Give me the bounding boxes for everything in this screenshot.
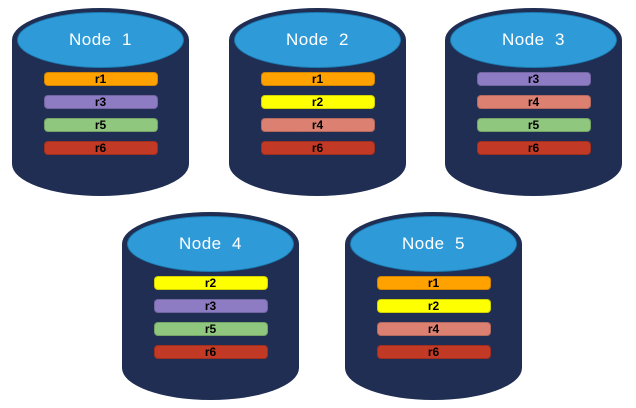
replica-bar-label: r6: [527, 141, 540, 155]
node-cylinder-1: Node 1 r1 r3 r5 r6: [12, 8, 189, 196]
replica-bar: r4: [260, 118, 375, 132]
node-label: Node 5: [401, 234, 466, 253]
cylinder-cap: Node 4: [127, 216, 294, 272]
replica-bar: r1: [376, 276, 491, 290]
replica-bar-label: r4: [311, 118, 324, 132]
node-label: Node 3: [501, 30, 566, 49]
replica-bar-label: r4: [427, 322, 440, 336]
replica-bar-label: r1: [94, 72, 107, 86]
replica-bar-label: r2: [311, 95, 324, 109]
replica-bar: r2: [260, 95, 375, 109]
cylinder-cap: Node 2: [234, 12, 401, 68]
cylinder-cap: Node 3: [450, 12, 617, 68]
replica-bar-label: r1: [427, 276, 440, 290]
replica-bar-label: r3: [204, 299, 217, 313]
node-cylinder-2: Node 2 r1 r2 r4 r6: [229, 8, 406, 196]
replica-bar: r4: [476, 95, 591, 109]
replica-bar-label: r5: [94, 118, 107, 132]
node-cylinder-5: Node 5 r1 r2 r4 r6: [345, 212, 522, 400]
replica-bar-label: r2: [204, 276, 217, 290]
replica-bar-label: r1: [311, 72, 324, 86]
node-label: Node 2: [285, 30, 350, 49]
replica-bar: r2: [376, 299, 491, 313]
replica-bar: r6: [43, 141, 158, 155]
node-cylinder-3: Node 3 r3 r4 r5 r6: [445, 8, 622, 196]
replica-bar: r4: [376, 322, 491, 336]
replica-bar-label: r6: [94, 141, 107, 155]
replica-bar: r5: [153, 322, 268, 336]
replica-bar: r3: [153, 299, 268, 313]
replica-bar: r1: [260, 72, 375, 86]
node-cylinder-4: Node 4 r2 r3 r5 r6: [122, 212, 299, 400]
node-label: Node 1: [68, 30, 133, 49]
replica-bar-list: r1 r3 r5 r6: [12, 72, 189, 155]
replica-bar: r5: [43, 118, 158, 132]
replica-bar-label: r5: [204, 322, 217, 336]
replica-bar-label: r5: [527, 118, 540, 132]
replica-bar-label: r3: [94, 95, 107, 109]
cylinder-cap: Node 1: [17, 12, 184, 68]
replica-bar: r1: [43, 72, 158, 86]
replica-bar-label: r6: [427, 345, 440, 359]
node-label: Node 4: [178, 234, 243, 253]
replica-bar: r6: [476, 141, 591, 155]
replica-bar-label: r6: [204, 345, 217, 359]
replica-bar-list: r1 r2 r4 r6: [229, 72, 406, 155]
replica-bar: r3: [476, 72, 591, 86]
replica-bar: r3: [43, 95, 158, 109]
replica-bar-label: r6: [311, 141, 324, 155]
replica-bar-list: r3 r4 r5 r6: [445, 72, 622, 155]
replica-bar-label: r3: [527, 72, 540, 86]
replica-bar-label: r4: [527, 95, 540, 109]
replica-bar-label: r2: [427, 299, 440, 313]
replica-bar-list: r2 r3 r5 r6: [122, 276, 299, 359]
replica-bar-list: r1 r2 r4 r6: [345, 276, 522, 359]
replica-bar: r6: [376, 345, 491, 359]
cylinder-cap: Node 5: [350, 216, 517, 272]
replica-bar: r2: [153, 276, 268, 290]
replica-bar: r6: [153, 345, 268, 359]
replica-bar: r6: [260, 141, 375, 155]
replica-bar: r5: [476, 118, 591, 132]
